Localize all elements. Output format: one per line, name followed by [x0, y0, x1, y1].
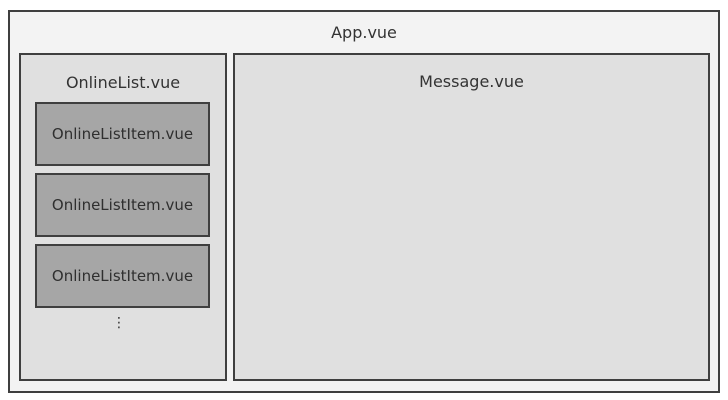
ellipsis-glyph: ⋮: [112, 315, 126, 331]
online-list-item-box: OnlineListItem.vue: [35, 102, 210, 166]
online-list-item-box: OnlineListItem.vue: [35, 244, 210, 308]
more-items-ellipsis: ⋮: [112, 315, 126, 331]
online-list-item-box: OnlineListItem.vue: [35, 173, 210, 237]
message-component-box: Message.vue: [233, 53, 710, 381]
app-component-title: App.vue: [331, 23, 397, 42]
online-list-component-title: OnlineList.vue: [65, 73, 181, 92]
message-component-title: Message.vue: [419, 72, 524, 91]
